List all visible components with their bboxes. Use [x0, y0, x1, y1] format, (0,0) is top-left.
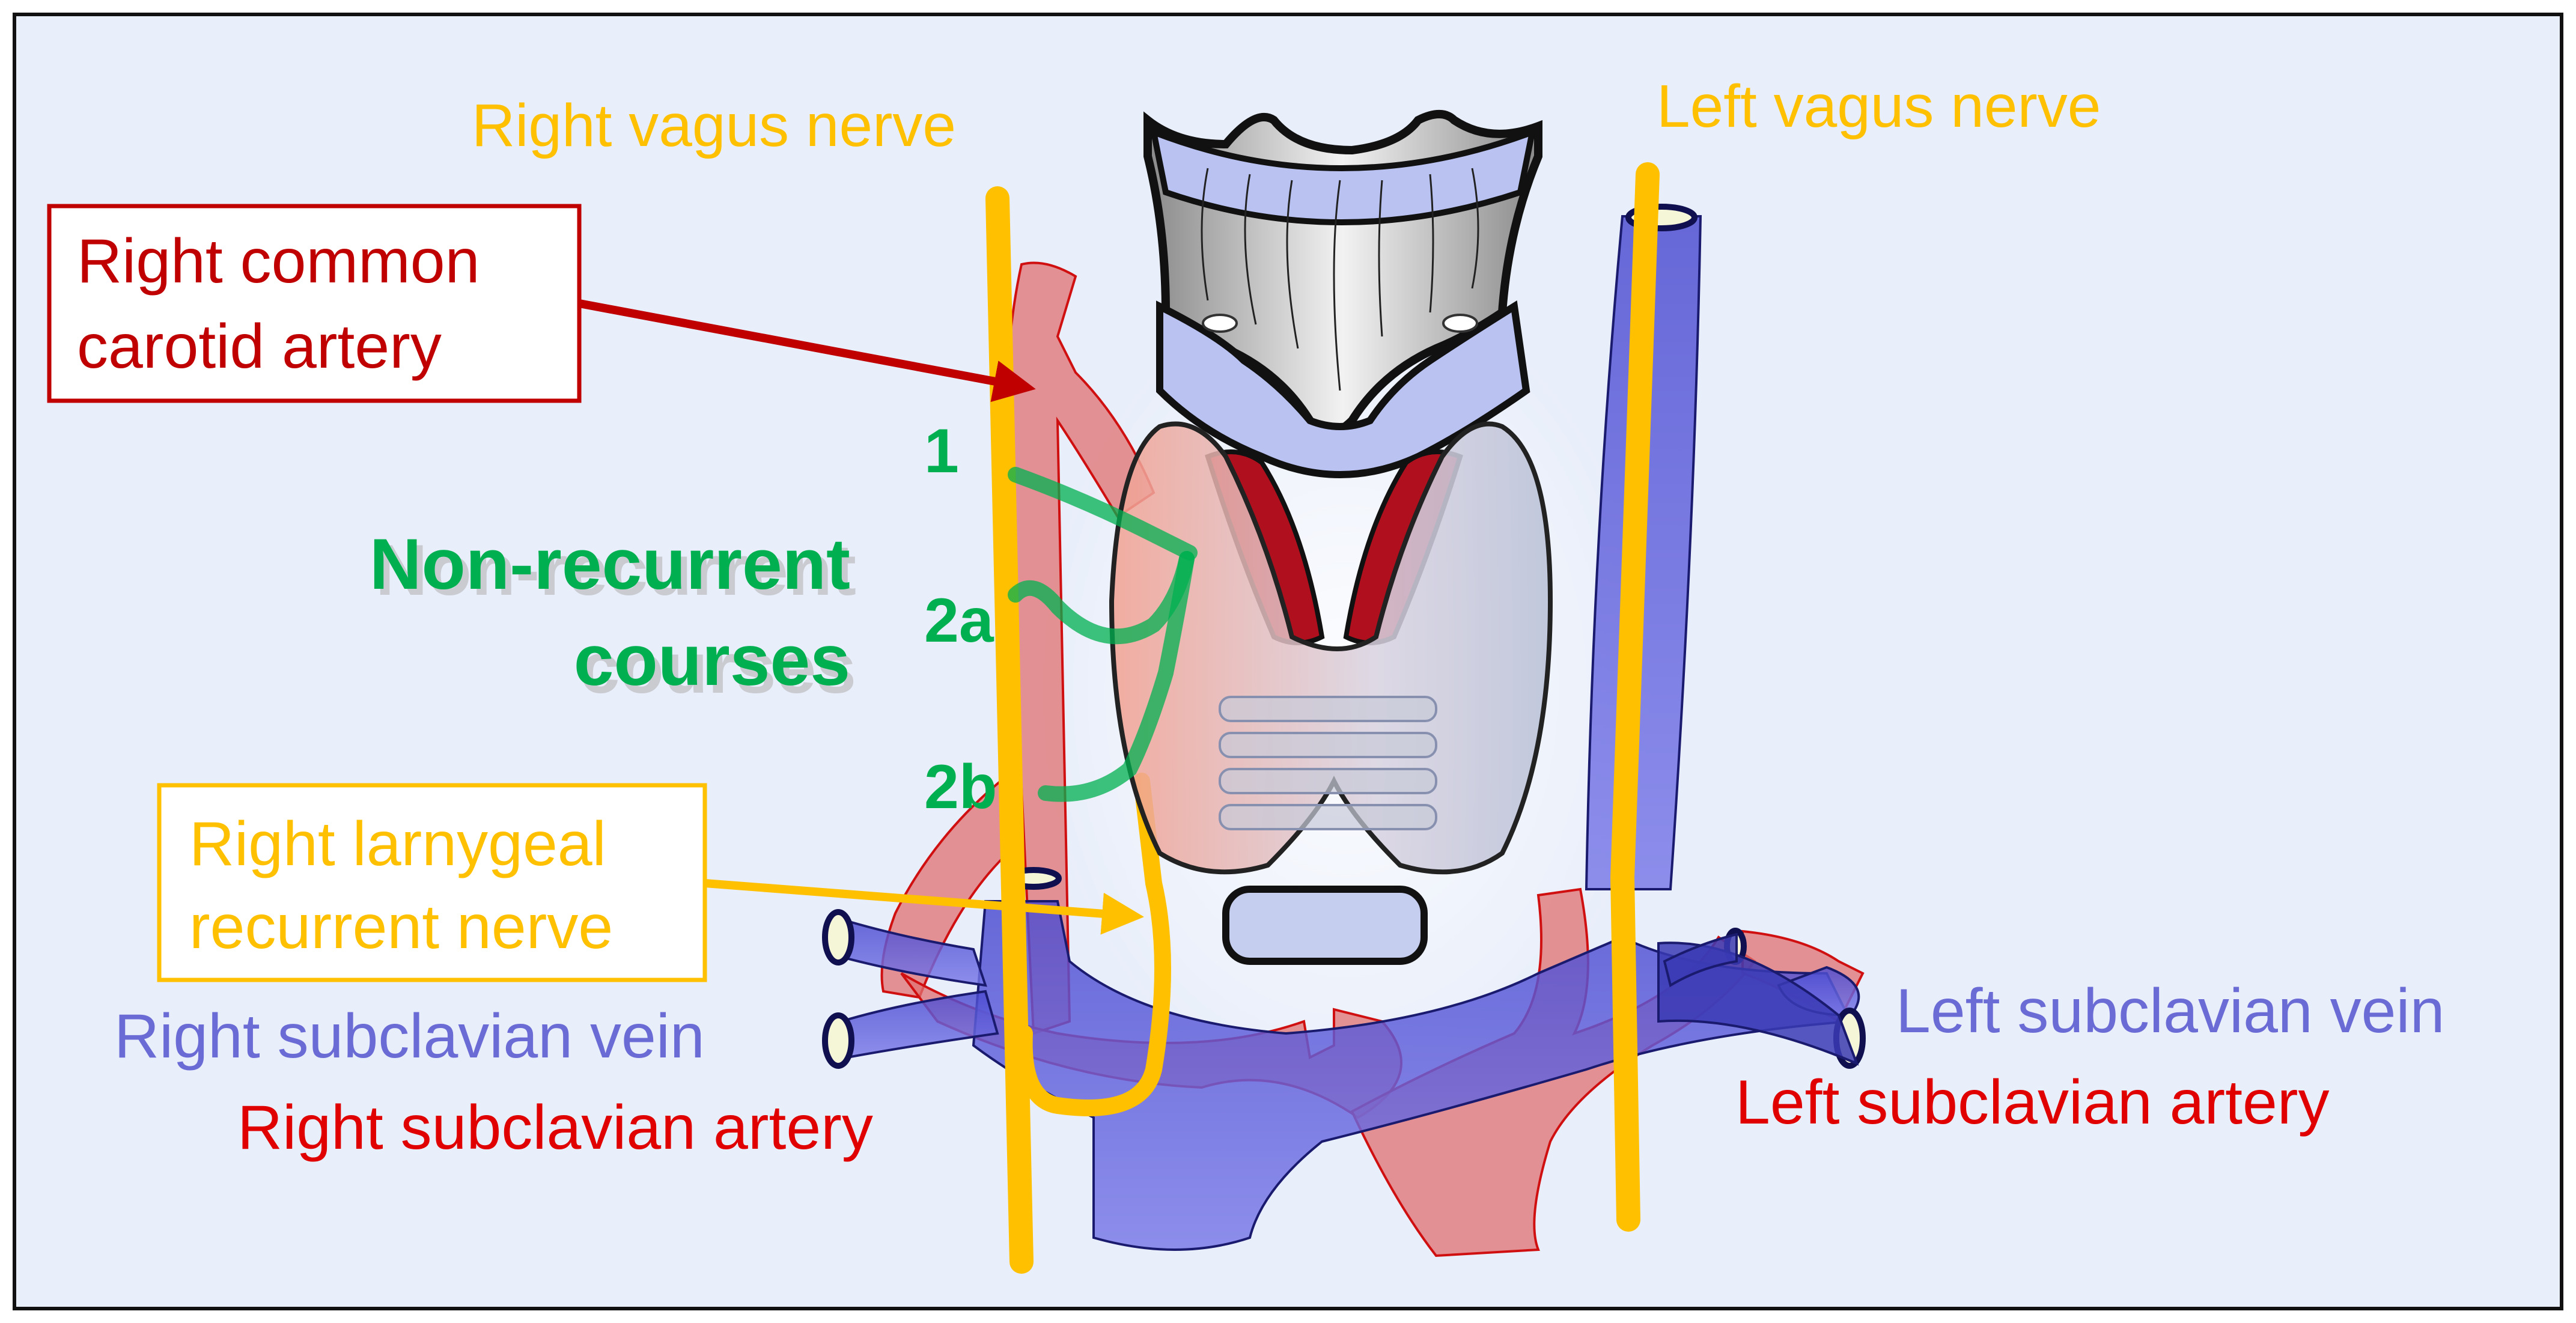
right-subclavian-artery-label: Right subclavian artery	[237, 1093, 873, 1163]
nonrecurrent-courses	[1008, 467, 1198, 802]
nonrecurrent-label-line1: Non-recurrent	[370, 524, 850, 604]
course-2a-label: 2a	[924, 586, 994, 655]
larynx	[1109, 110, 1553, 965]
left-vagus-nerve	[1610, 162, 1660, 1232]
right-foramen	[1442, 314, 1478, 333]
left-foramen	[1202, 314, 1238, 333]
right-common-carotid-label-line1: Right common	[77, 227, 480, 296]
right-recurrent-laryngeal-arrow	[704, 879, 1144, 935]
right-recurrent-laryngeal-nerve	[1015, 773, 1171, 1116]
nonrecurrent-label-line2-shadow: courses	[580, 628, 856, 708]
right-recurrent-laryngeal-box	[157, 783, 707, 982]
right-subclavian-vein-label: Right subclavian vein	[114, 1002, 705, 1071]
right-recurrent-laryngeal-label-line2: recurrent nerve	[189, 892, 613, 962]
course-1	[1008, 467, 1198, 561]
hyoid-band	[1149, 127, 1536, 225]
right-subclavian-vein-cap-lower	[822, 1012, 854, 1069]
right-subclavian-vein-cap-upper	[822, 909, 854, 966]
thyroid-gland	[1109, 421, 1553, 875]
trachea-bottom-ring	[1222, 886, 1428, 965]
nonrecurrent-label-line1-shadow: Non-recurrent	[376, 530, 856, 610]
right-common-carotid-arrow	[578, 299, 1036, 403]
nonrecurrent-label-line2: courses	[574, 620, 850, 701]
left-subclavian-vein-label: Left subclavian vein	[1896, 976, 2444, 1046]
left-jugular-branch	[1663, 932, 1738, 988]
right-subclavian-vein-lower	[839, 990, 999, 1059]
right-subclavian-vein-upper	[833, 917, 987, 987]
right-common-carotid-label-line2: carotid artery	[77, 312, 442, 382]
tracheal-rings	[1219, 696, 1437, 830]
right-common-carotid-box	[47, 204, 582, 403]
right-vagus-nerve-label: Right vagus nerve	[472, 92, 956, 159]
cricoid-cartilage	[1156, 300, 1530, 478]
right-recurrent-laryngeal-label-line1: Right larnygeal	[189, 809, 606, 879]
cartilage-lines	[1201, 168, 1479, 391]
course-2b	[1038, 551, 1195, 802]
course-1-label: 1	[924, 416, 959, 486]
left-vagus-nerve-label: Left vagus nerve	[1657, 73, 2101, 140]
left-subclavian-artery-label: Left subclavian artery	[1735, 1068, 2330, 1137]
course-2b-label: 2b	[924, 752, 997, 822]
